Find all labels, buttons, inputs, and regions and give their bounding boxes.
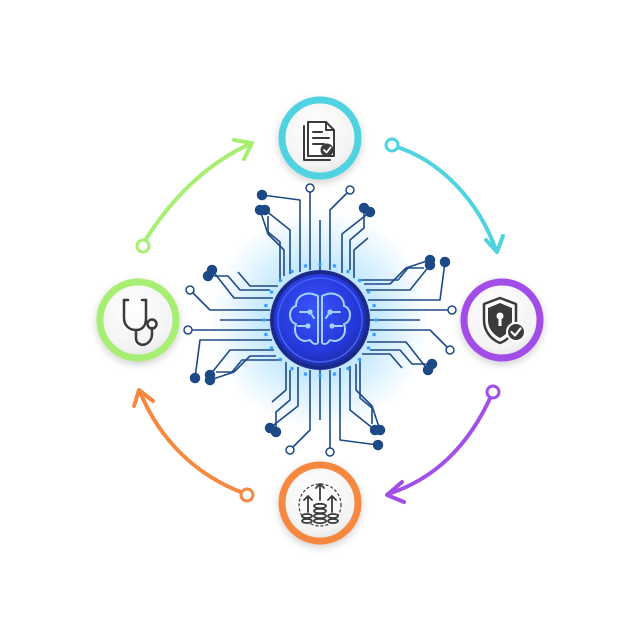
core-pin (290, 269, 294, 274)
connector-right-bottom (385, 384, 501, 504)
core-pin (278, 278, 283, 283)
circuit-trace (370, 349, 432, 365)
circuit-trace (355, 364, 381, 431)
circuit-node (206, 264, 218, 276)
core-pin (366, 346, 371, 350)
circuit-trace (209, 355, 276, 381)
circuit-node (270, 426, 282, 438)
circuit-trace (209, 349, 274, 376)
circuit-node (445, 345, 455, 355)
circuit-trace (366, 264, 431, 291)
core-pin (269, 346, 274, 350)
circuit-node (426, 358, 438, 370)
core-pin (278, 357, 283, 362)
circuit-node (447, 305, 457, 315)
circuit-trace (194, 339, 272, 379)
circuit-trace (353, 237, 369, 278)
core-pin (357, 278, 362, 283)
core-pin (290, 366, 294, 371)
coins-growth-icon (298, 483, 342, 527)
core-pin (303, 372, 308, 376)
circuit-trace (339, 368, 379, 446)
circuit-node (254, 204, 266, 216)
core-pin (374, 318, 378, 322)
core-pin (332, 372, 337, 376)
core-pin (366, 290, 371, 294)
circuit-trace (364, 259, 431, 285)
circuit-trace (360, 267, 424, 281)
circuit-trace (349, 366, 376, 431)
circuit-trace (370, 329, 451, 351)
circuit-trace (259, 209, 285, 276)
circuit-node (345, 185, 355, 195)
circuit-trace (368, 261, 446, 301)
circuit-node (256, 189, 268, 201)
shield-lock-check-icon (482, 296, 526, 345)
circuit-trace (208, 275, 270, 291)
circuit-trace (267, 216, 281, 280)
brain-core (270, 270, 370, 370)
circuit-trace (362, 353, 403, 369)
brain-circuit-icon (289, 292, 351, 345)
stethoscope-icon (122, 298, 158, 346)
circuit-trace (211, 269, 273, 299)
circuit-node (424, 259, 436, 271)
core-pin (357, 357, 362, 362)
circuit-trace (264, 209, 291, 274)
core-pin (269, 290, 274, 294)
circuit-node (183, 325, 193, 335)
core-pin (346, 269, 350, 274)
core-pin (372, 303, 376, 308)
circuit-trace (271, 362, 287, 403)
connector-left-top (135, 138, 254, 254)
circuit-trace (275, 370, 291, 432)
core-pin (264, 332, 268, 337)
circuit-node (305, 183, 315, 193)
circuit-trace (189, 289, 270, 311)
circuit-trace (367, 341, 429, 371)
circuit-trace (359, 360, 373, 424)
connector-bottom-left (132, 388, 255, 503)
document-check-icon (303, 121, 335, 161)
circuit-trace (341, 211, 371, 273)
circuit-trace (349, 208, 365, 270)
circuit-node (358, 202, 370, 214)
circuit-trace (216, 359, 280, 373)
circuit-trace (289, 370, 311, 451)
core-pin (372, 332, 376, 337)
circuit-trace (261, 194, 301, 272)
circuit-node (439, 256, 451, 268)
circuit-node (325, 447, 335, 457)
circuit-node (285, 445, 295, 455)
circuit-node (372, 439, 384, 451)
healthcare-node (96, 278, 180, 362)
circuit-node (185, 285, 195, 295)
core-pin (318, 262, 322, 266)
core-pin (262, 318, 266, 322)
core-pin (332, 264, 337, 268)
core-pin (303, 264, 308, 268)
core-pin (318, 374, 322, 378)
circuit-traces (183, 183, 457, 457)
connector-top-right (384, 137, 505, 254)
core-pin (264, 303, 268, 308)
circuit-node (189, 372, 201, 384)
circuit-node (204, 369, 216, 381)
core-pin (346, 366, 350, 371)
circuit-trace (269, 367, 299, 429)
circuit-node (369, 424, 381, 436)
circuit-trace (329, 189, 351, 270)
circuit-trace (237, 271, 278, 287)
